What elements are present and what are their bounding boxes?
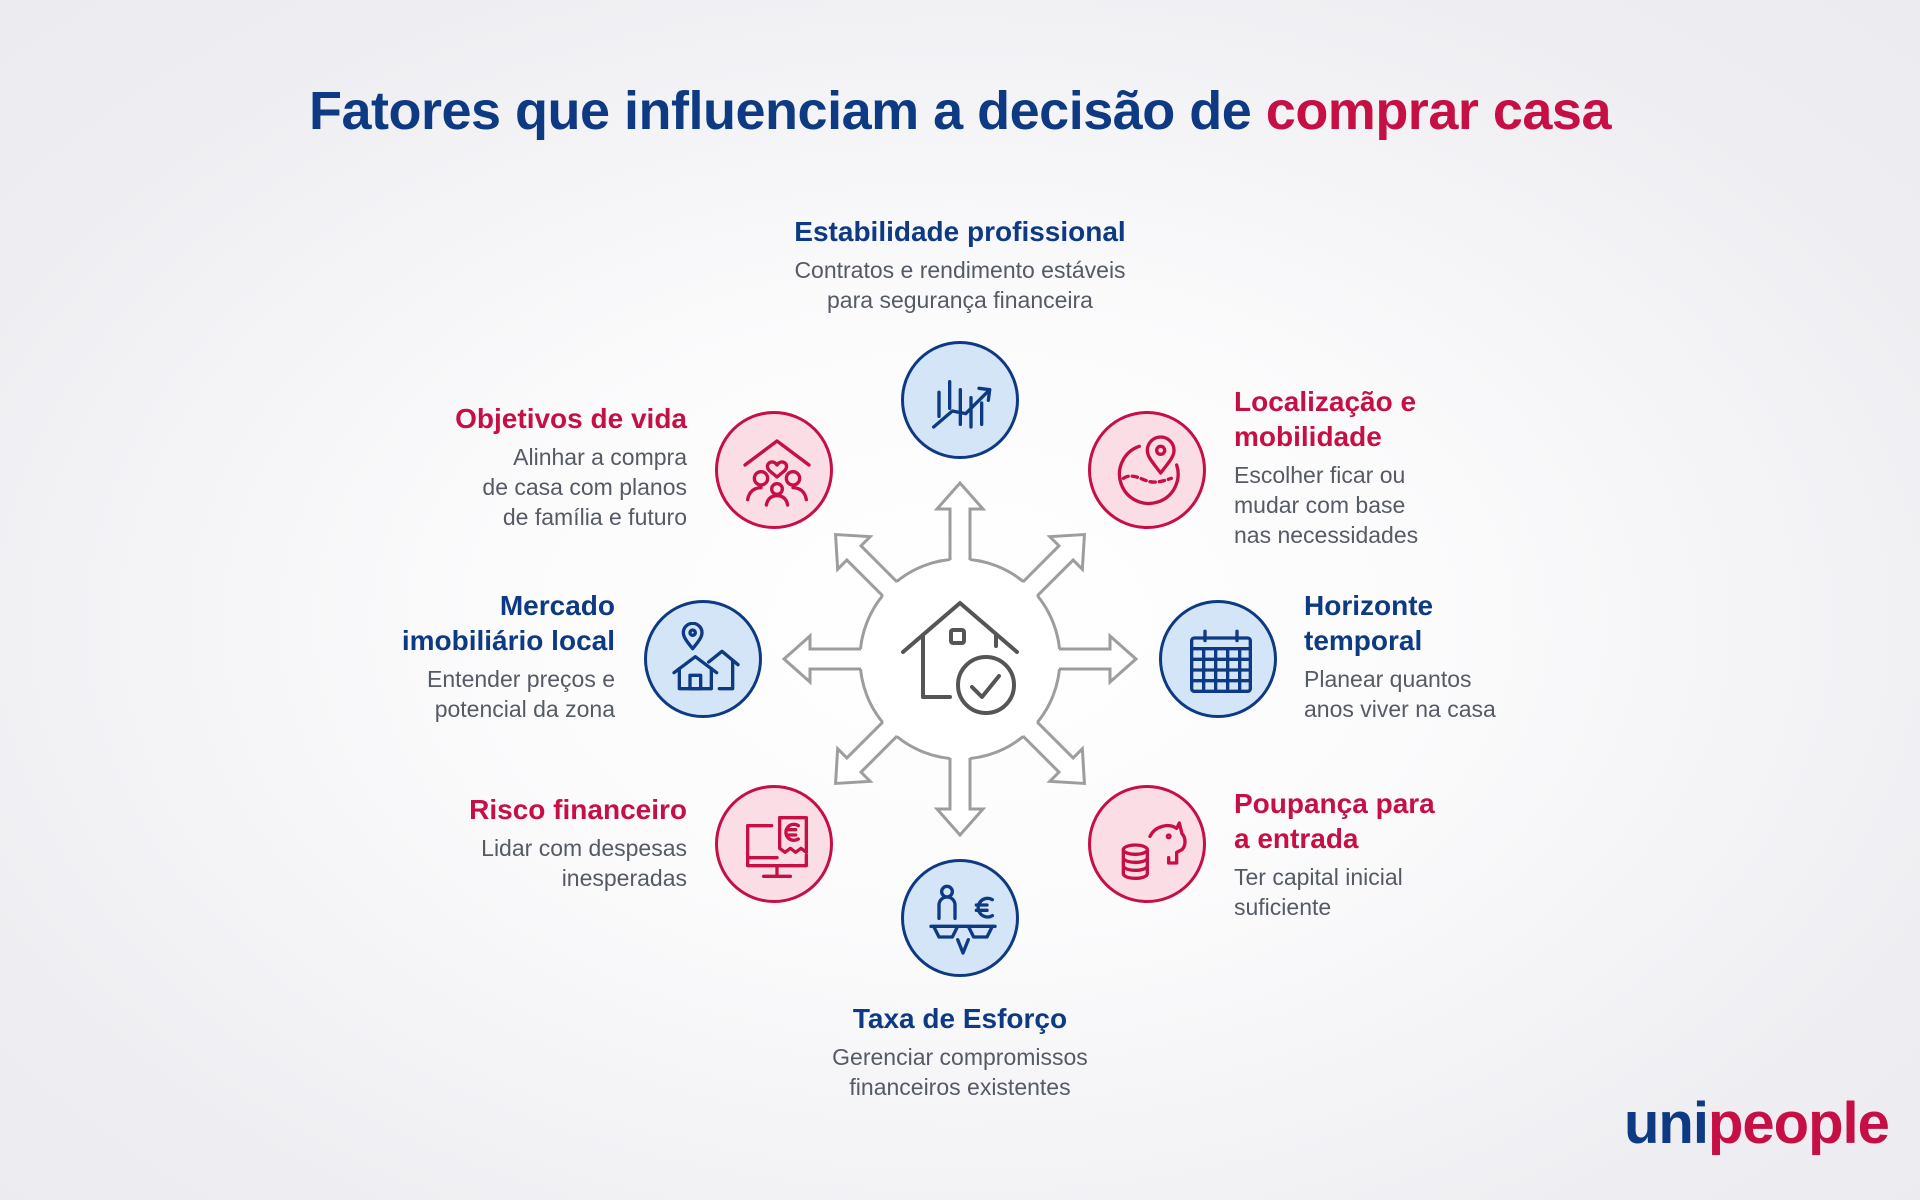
- calendar-icon: [1190, 629, 1252, 693]
- factor-localizacao: Localização e mobilidade Escolher ficar …: [1234, 384, 1634, 550]
- factor-risco: Risco financeiro Lidar com despesas ines…: [287, 792, 687, 893]
- factor-poupanca: Poupança para a entrada Ter capital inic…: [1234, 786, 1634, 922]
- node-localizacao: [1088, 411, 1206, 529]
- arrow-2: [1055, 632, 1139, 686]
- factor-desc: Ter capital inicial suficiente: [1234, 864, 1403, 920]
- family-home-icon: [743, 439, 811, 507]
- factor-horizonte: Horizonte temporal Planear quantos anos …: [1304, 588, 1704, 724]
- factor-title: Poupança para a entrada: [1234, 788, 1435, 854]
- node-horizonte: [1159, 600, 1277, 718]
- arrow-4: [933, 754, 987, 838]
- node-taxa: [901, 859, 1019, 977]
- arrow-3: [1020, 719, 1087, 786]
- title-main: Fatores que influenciam a decisão de: [308, 81, 1266, 141]
- factor-objetivos: Objetivos de vida Alinhar a compra de ca…: [287, 401, 687, 532]
- arrow-5: [833, 719, 900, 786]
- node-risco: [715, 785, 833, 903]
- factor-taxa: Taxa de Esforço Gerenciar compromissos f…: [660, 1001, 1260, 1102]
- factor-title: Horizonte temporal: [1304, 590, 1434, 656]
- node-objetivos: [715, 411, 833, 529]
- factor-desc: Escolher ficar ou mudar com base nas nec…: [1234, 462, 1419, 548]
- house-check-icon: [901, 601, 1019, 715]
- arrow-0: [933, 480, 987, 564]
- chart-growth-icon: [932, 380, 992, 429]
- factor-desc: Gerenciar compromissos financeiros exist…: [832, 1044, 1088, 1100]
- houses-pin-icon: [672, 622, 740, 691]
- factor-desc: Alinhar a compra de casa com planos de f…: [482, 444, 687, 530]
- factor-desc: Planear quantos anos viver na casa: [1304, 666, 1496, 722]
- page-title: Fatores que influenciam a decisão de com…: [0, 80, 1920, 142]
- arrow-7: [833, 532, 900, 599]
- logo-part2: people: [1707, 1091, 1890, 1156]
- unipeople-logo: unipeople: [1624, 1090, 1890, 1157]
- factor-desc: Contratos e rendimento estáveis para seg…: [794, 257, 1126, 313]
- factor-title: Mercado imobiliário local: [401, 590, 615, 656]
- factor-title: Estabilidade profissional: [794, 216, 1126, 247]
- piggy-bank-coins-icon: [1121, 821, 1187, 880]
- node-poupanca: [1088, 785, 1206, 903]
- factor-title: Localização e mobilidade: [1234, 386, 1417, 452]
- central-hub-diagram: [781, 480, 1139, 838]
- factor-title: Risco financeiro: [469, 794, 687, 825]
- factor-desc: Lidar com despesas inesperadas: [481, 835, 687, 891]
- balance-euro-icon: [929, 884, 997, 955]
- factor-title: Taxa de Esforço: [852, 1003, 1068, 1034]
- location-map-icon: [1117, 435, 1180, 506]
- node-estabilidade: [901, 341, 1019, 459]
- factor-mercado: Mercado imobiliário local Entender preço…: [215, 588, 615, 724]
- factor-desc: Entender preços e potencial da zona: [427, 666, 615, 722]
- arrow-6: [781, 632, 865, 686]
- title-accent: comprar casa: [1265, 81, 1612, 141]
- factor-title: Objetivos de vida: [455, 403, 687, 434]
- logo-part1: uni: [1624, 1091, 1709, 1156]
- factor-estabilidade: Estabilidade profissional Contratos e re…: [660, 214, 1260, 315]
- node-mercado: [644, 600, 762, 718]
- monitor-euro-receipt-icon: [746, 816, 808, 878]
- arrow-1: [1020, 532, 1087, 599]
